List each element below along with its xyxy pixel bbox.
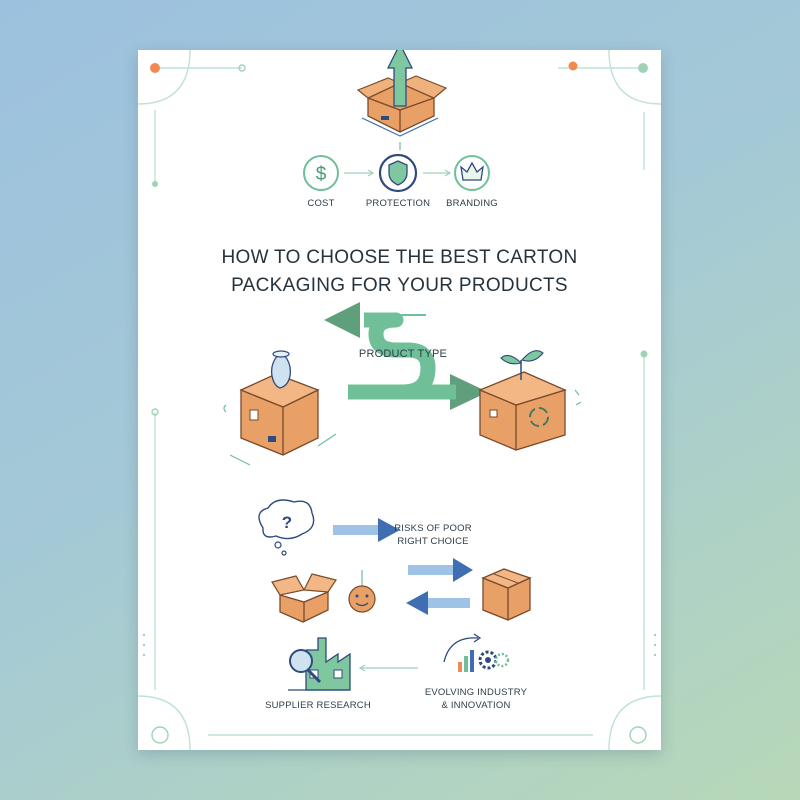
open-box-icon [271, 573, 337, 623]
label-risks-line-1: RISKS OF POOR [394, 523, 472, 534]
label-evolving-line-1: EVOLVING INDUSTRY [424, 687, 528, 698]
closed-box-icon [481, 568, 532, 621]
box-with-vase-icon [223, 350, 337, 466]
blue-arrow-right-mid [408, 558, 473, 582]
eco-box-icon [478, 350, 582, 451]
orange-dot-left [150, 63, 160, 73]
s-curve-arrow [324, 302, 488, 410]
label-evolving-line-2: & INNOVATION [441, 700, 511, 711]
orange-dot-right [568, 61, 578, 71]
label-risks-line-2: RIGHT CHOICE [397, 536, 469, 547]
blue-arrow-right-top [333, 518, 400, 542]
blue-arrow-left [406, 591, 470, 615]
page-title: HOW TO CHOOSE THE BEST CARTON PACKAGING … [178, 244, 621, 300]
title-line-2: PACKAGING FOR YOUR PRODUCTS [231, 275, 568, 296]
crown-icon [454, 155, 490, 191]
chart-gear-icon [443, 633, 510, 672]
dollar-icon: $ [303, 155, 339, 191]
shield-icon [378, 153, 418, 193]
question-bubble-icon: ? [258, 499, 315, 556]
infographic-poster: $ [138, 50, 661, 750]
label-supplier-research: SUPPLIER RESEARCH [265, 700, 371, 711]
label-cost: COST [307, 198, 335, 209]
smiley-face-icon [348, 570, 376, 613]
svg-text:?: ? [282, 513, 292, 532]
open-box-arrow-icon [356, 50, 448, 150]
svg-text:$: $ [316, 164, 327, 185]
label-protection: PROTECTION [365, 198, 431, 209]
title-line-1: HOW TO CHOOSE THE BEST CARTON [221, 247, 578, 268]
label-product-type: PRODUCT TYPE [358, 348, 448, 360]
factory-magnifier-icon [288, 637, 351, 691]
label-branding: BRANDING [446, 198, 498, 209]
